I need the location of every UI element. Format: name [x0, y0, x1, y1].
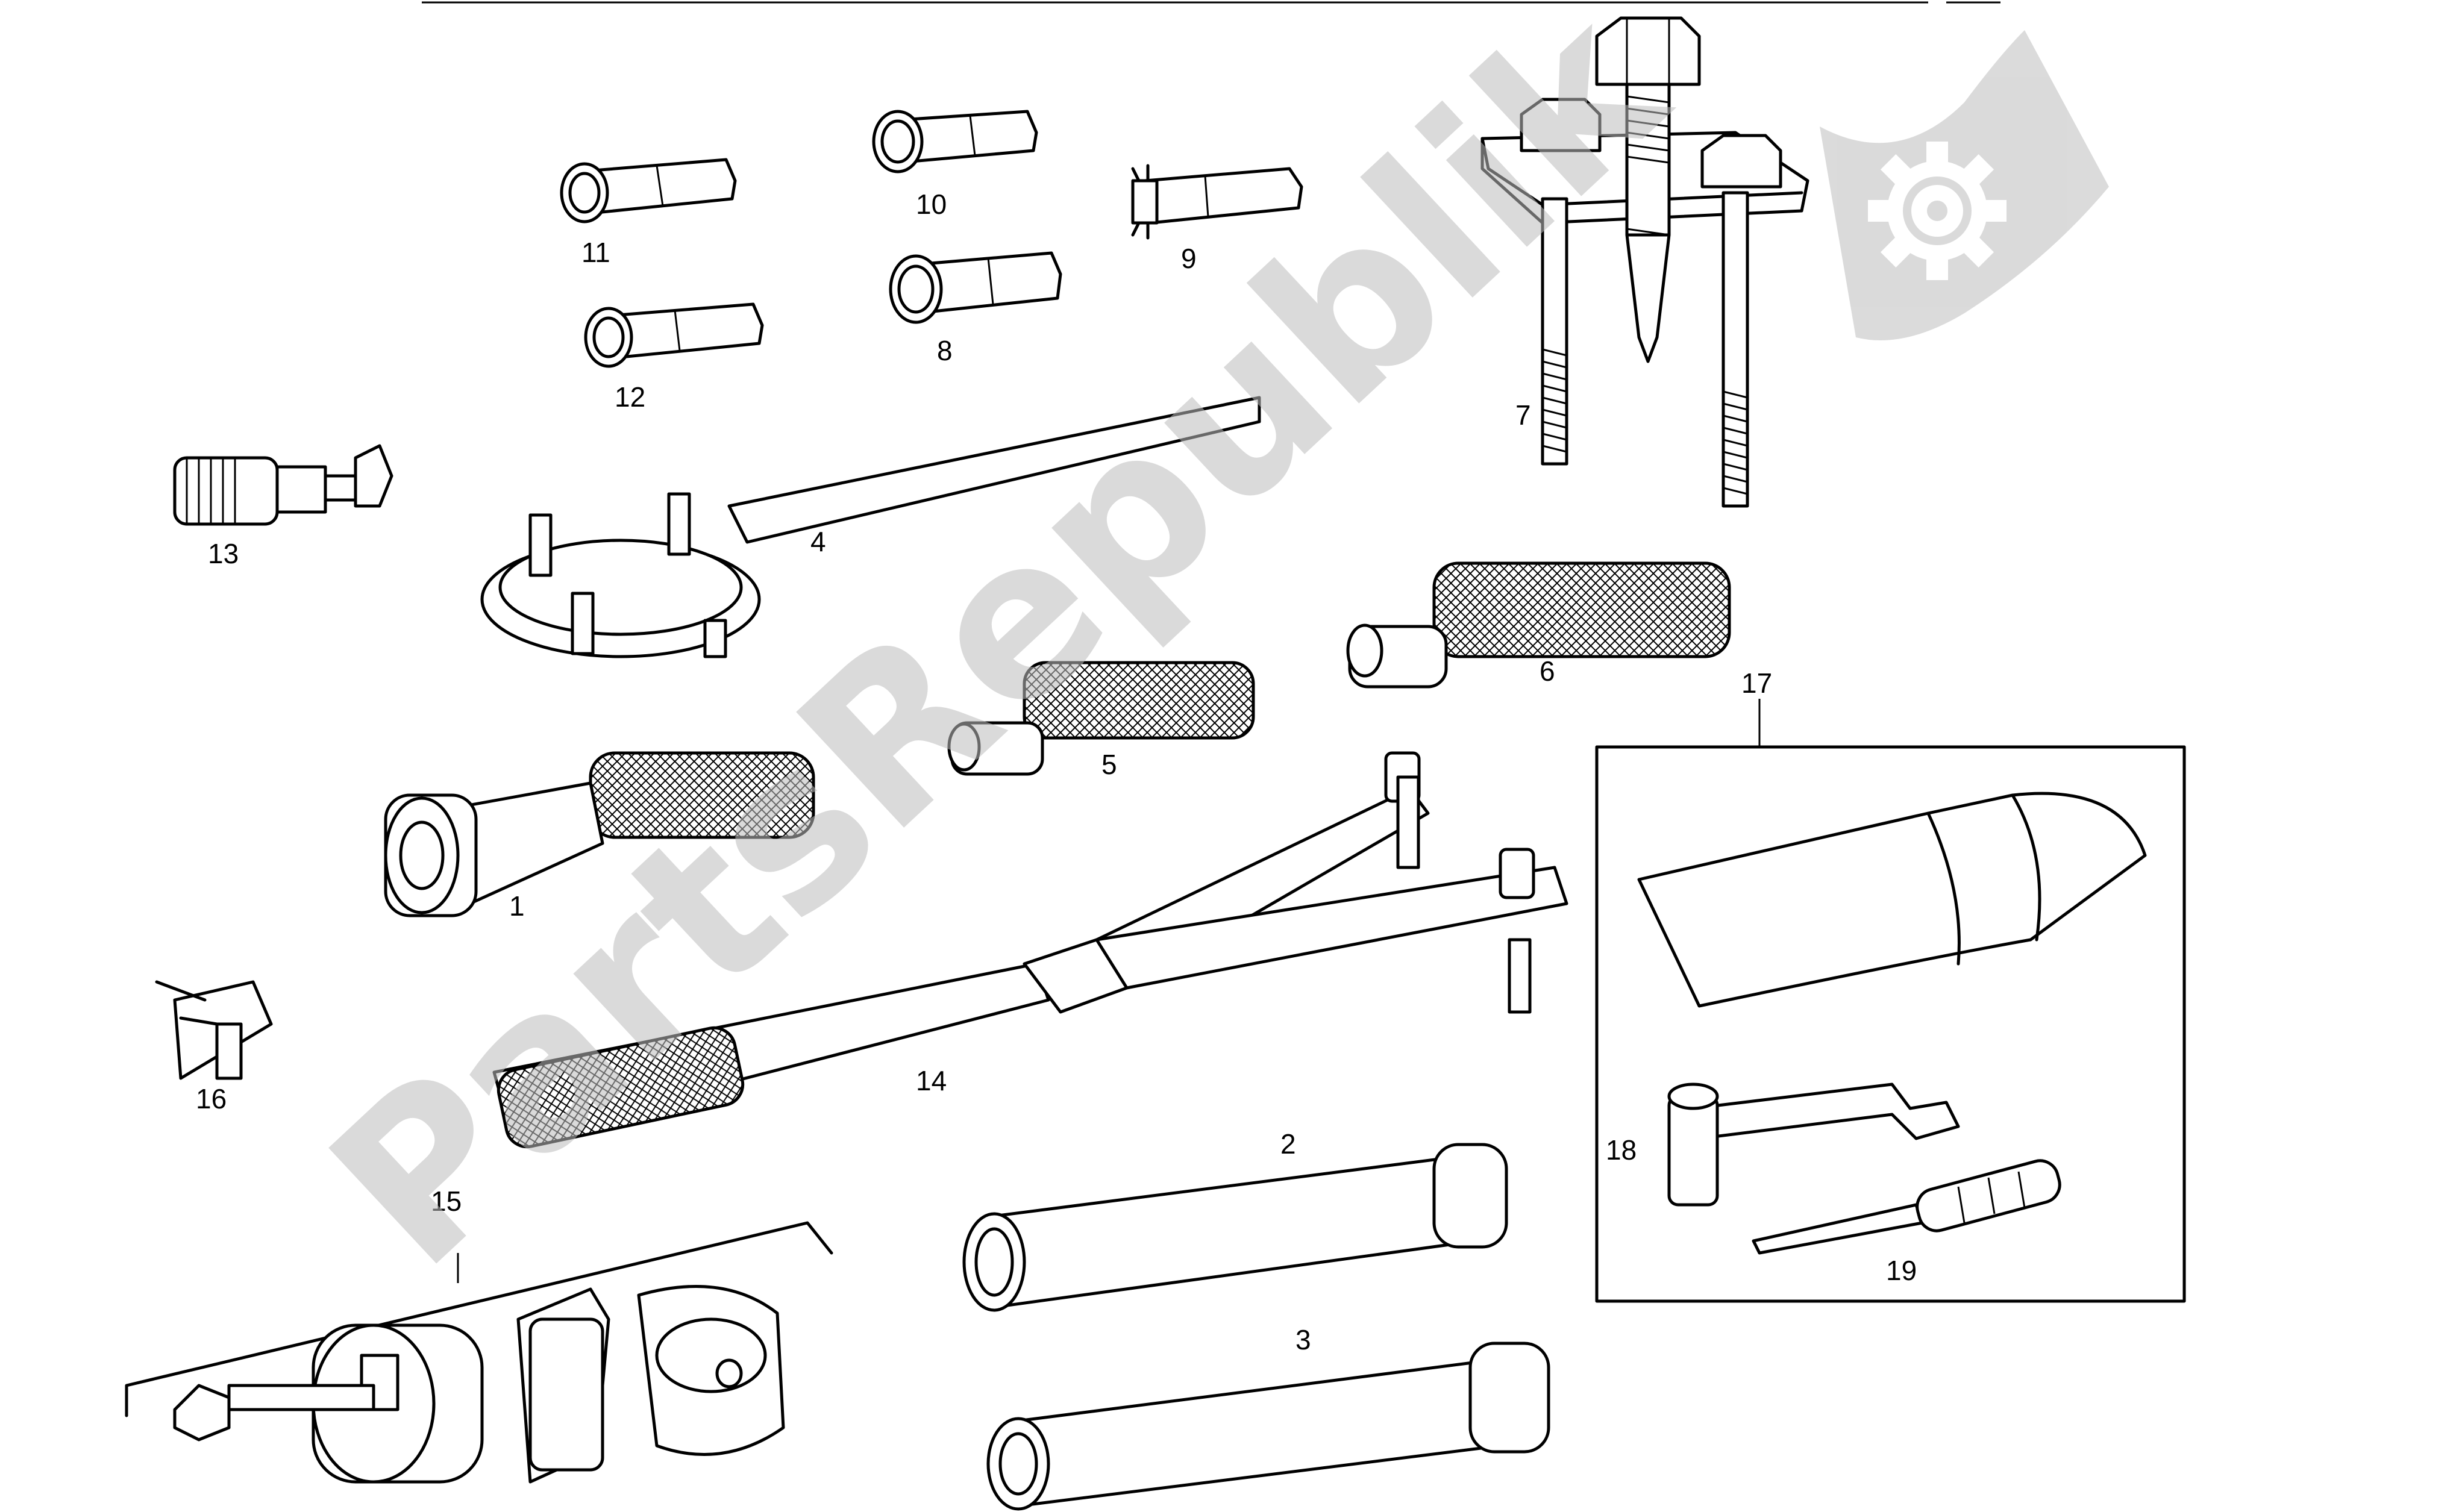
part-label-13: 13	[208, 538, 239, 569]
part-label-6: 6	[1540, 655, 1555, 687]
part-label-11: 11	[581, 237, 610, 268]
part-4-pin-wrench	[480, 396, 1261, 658]
part-label-7: 7	[1515, 399, 1531, 431]
part-16-tool	[155, 980, 273, 1080]
part-10-drift	[872, 110, 1038, 173]
part-3-tube	[986, 1342, 1550, 1511]
part-label-9: 9	[1181, 243, 1197, 274]
watermark-flag-gear-icon	[1820, 30, 2109, 340]
part-label-15: 15	[431, 1186, 462, 1217]
part-17-tool-kit-box	[1595, 699, 2186, 1303]
part-19-screwdriver	[1752, 1159, 2061, 1255]
part-label-2: 2	[1280, 1128, 1296, 1160]
part-9-collet	[1131, 164, 1303, 240]
part-label-8: 8	[937, 335, 953, 366]
part-13-puller-bolt	[173, 444, 393, 526]
part-label-16: 16	[196, 1083, 227, 1114]
part-label-1: 1	[509, 890, 525, 922]
part-label-17: 17	[1741, 667, 1772, 699]
part-8-drift	[889, 251, 1062, 324]
part-1-drift	[384, 751, 815, 917]
part-label-5: 5	[1101, 749, 1117, 780]
part-12-drift	[584, 302, 764, 368]
part-label-10: 10	[916, 189, 947, 220]
part-label-12: 12	[615, 381, 645, 413]
part-label-18: 18	[1606, 1134, 1637, 1166]
part-label-3: 3	[1295, 1324, 1311, 1355]
part-5-drift-handle	[947, 661, 1255, 776]
part-label-19: 19	[1886, 1255, 1917, 1286]
part-7-puller	[1480, 16, 1809, 508]
part-15-tool-kit	[125, 1221, 833, 1484]
part-label-14: 14	[916, 1065, 947, 1096]
part-2-tube	[962, 1143, 1508, 1312]
part-14-holding-tool	[492, 751, 1568, 1149]
part-label-4: 4	[810, 526, 826, 557]
part-18-socket-wrench	[1667, 1082, 1960, 1207]
part-11-drift	[560, 158, 737, 223]
part-6-drift-handle	[1346, 561, 1731, 689]
